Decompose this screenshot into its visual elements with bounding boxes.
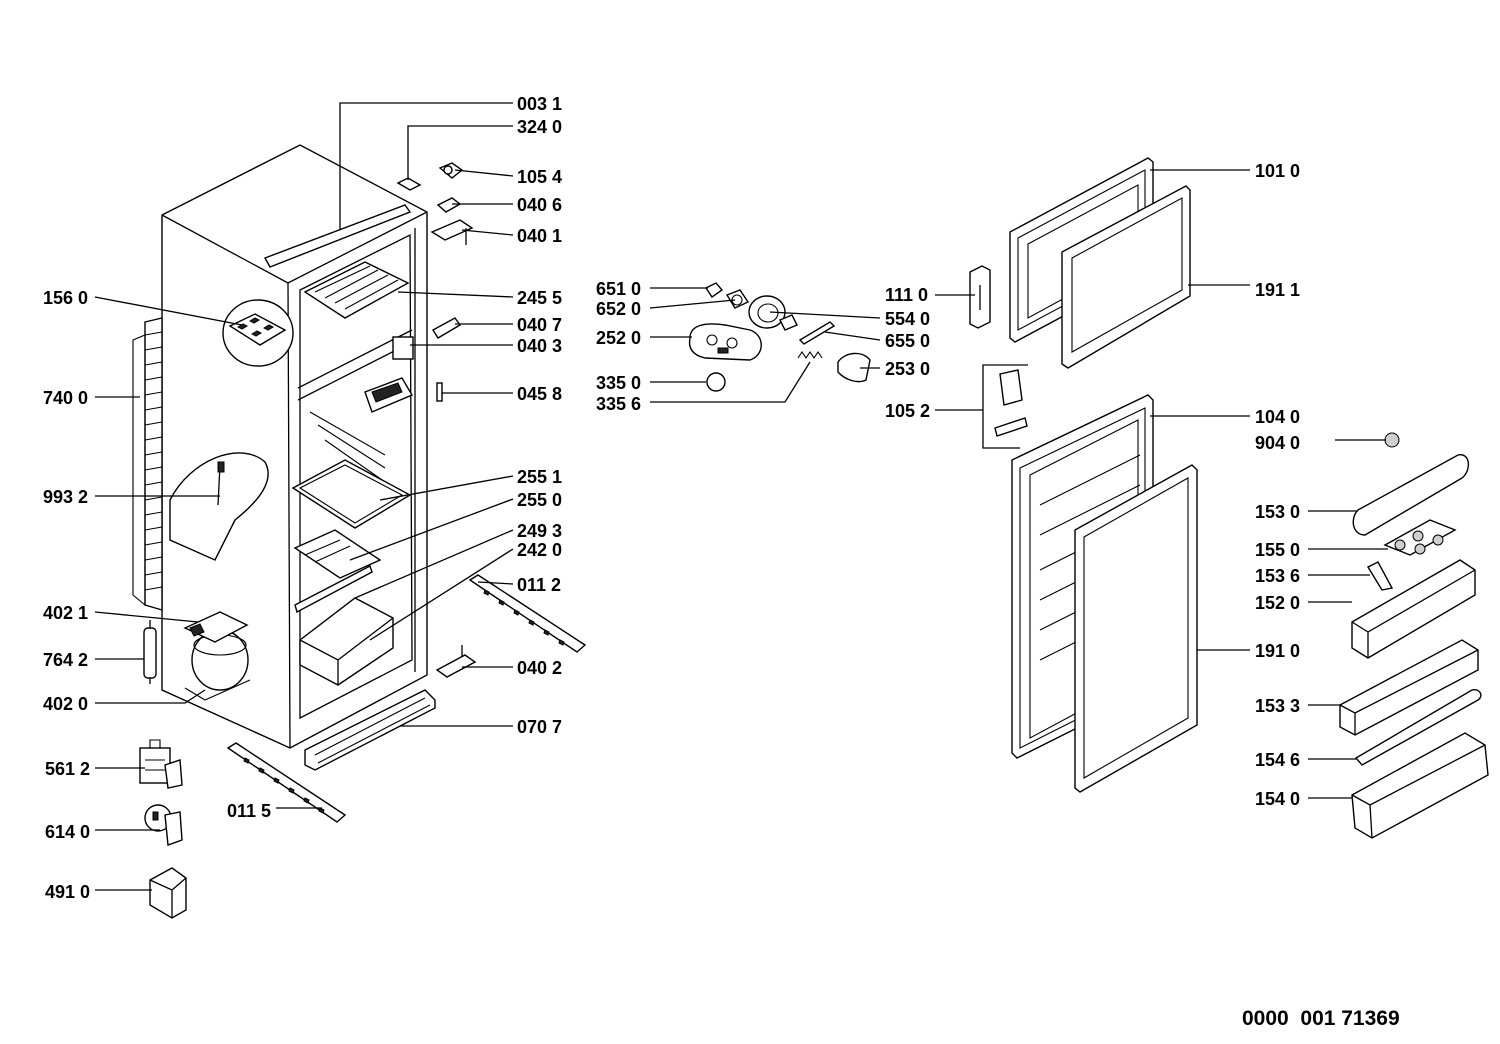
label-764-2: 764 2 (43, 650, 88, 670)
label-153-0: 153 0 (1255, 502, 1300, 522)
label-655-0: 655 0 (885, 331, 930, 351)
thermostat-assembly (688, 282, 871, 392)
label-245-5: 245 5 (517, 288, 562, 308)
thermal-protector-614-0 (144, 804, 183, 846)
label-652-0: 652 0 (596, 299, 641, 319)
hinge-cover-111-0 (969, 265, 991, 329)
kickplate-070-7 (304, 689, 436, 771)
label-255-0: 255 0 (517, 490, 562, 510)
label-153-6: 153 6 (1255, 566, 1300, 586)
label-040-6: 040 6 (517, 195, 562, 215)
door-bin-154-0 (1351, 732, 1489, 839)
label-040-2: 040 2 (517, 658, 562, 678)
label-045-8: 045 8 (517, 384, 562, 404)
label-335-0: 335 0 (596, 373, 641, 393)
label-491-0: 491 0 (45, 882, 90, 902)
diagram-reference-number: 0000 001 71369 (1242, 1007, 1400, 1030)
door-bin-153-3 (1339, 639, 1479, 736)
label-191-1: 191 1 (1255, 280, 1300, 300)
hinge-105-2 (982, 364, 1028, 449)
label-105-2: 105 2 (885, 401, 930, 421)
label-335-6: 335 6 (596, 394, 641, 414)
label-011-2: 011 2 (517, 575, 561, 595)
label-040-7: 040 7 (517, 315, 562, 335)
label-040-3: 040 3 (517, 336, 562, 356)
label-040-1: 040 1 (517, 226, 562, 246)
label-242-0: 242 0 (517, 540, 562, 560)
relay-561-2 (139, 739, 183, 789)
label-104-0: 104 0 (1255, 407, 1300, 427)
label-154-0: 154 0 (1255, 789, 1300, 809)
divider-153-6 (1367, 561, 1394, 591)
label-651-0: 651 0 (596, 279, 641, 299)
dairy-lid-153-0 (1352, 454, 1469, 536)
label-740-0: 740 0 (43, 388, 88, 408)
bar-154-6 (1354, 688, 1482, 766)
compressor-402-0 (183, 611, 251, 701)
label-554-0: 554 0 (885, 309, 930, 329)
egg-tray-155-0 (1383, 519, 1457, 556)
condenser-740-0 (132, 317, 163, 611)
label-253-0: 253 0 (885, 359, 930, 379)
label-111-0: 111 0 (885, 285, 928, 305)
cover-491-0 (149, 867, 187, 919)
freezer-gasket-191-1 (1061, 185, 1191, 369)
label-155-0: 155 0 (1255, 540, 1300, 560)
label-154-6: 154 6 (1255, 750, 1300, 770)
freezer-shelf-245-5 (303, 261, 410, 319)
fridge-gasket-191-0 (1074, 464, 1198, 793)
label-324-0: 324 0 (517, 117, 562, 137)
label-614-0: 614 0 (45, 822, 90, 842)
label-152-0: 152 0 (1255, 593, 1300, 613)
label-101-0: 101 0 (1255, 161, 1300, 181)
label-156-0: 156 0 (43, 288, 88, 308)
label-255-1: 255 1 (517, 467, 562, 487)
part-labels: 003 1 324 0 105 4 040 6 040 1 156 0 245 … (43, 94, 1300, 902)
label-402-0: 402 0 (43, 694, 88, 714)
label-249-3: 249 3 (517, 521, 562, 541)
refrigerator-cabinet (132, 144, 587, 823)
plug-904-0 (1384, 432, 1400, 448)
label-252-0: 252 0 (596, 328, 641, 348)
label-904-0: 904 0 (1255, 433, 1300, 453)
label-003-1: 003 1 (517, 94, 562, 114)
label-011-5: 011 5 (227, 801, 271, 821)
label-561-2: 561 2 (45, 759, 90, 779)
label-070-7: 070 7 (517, 717, 562, 737)
label-105-4: 105 4 (517, 167, 562, 187)
leader-lines (94, 102, 1388, 891)
label-153-3: 153 3 (1255, 696, 1300, 716)
label-993-2: 993 2 (43, 487, 88, 507)
door-bin-152-0 (1351, 559, 1476, 659)
label-191-0: 191 0 (1255, 641, 1300, 661)
label-402-1: 402 1 (43, 603, 88, 623)
